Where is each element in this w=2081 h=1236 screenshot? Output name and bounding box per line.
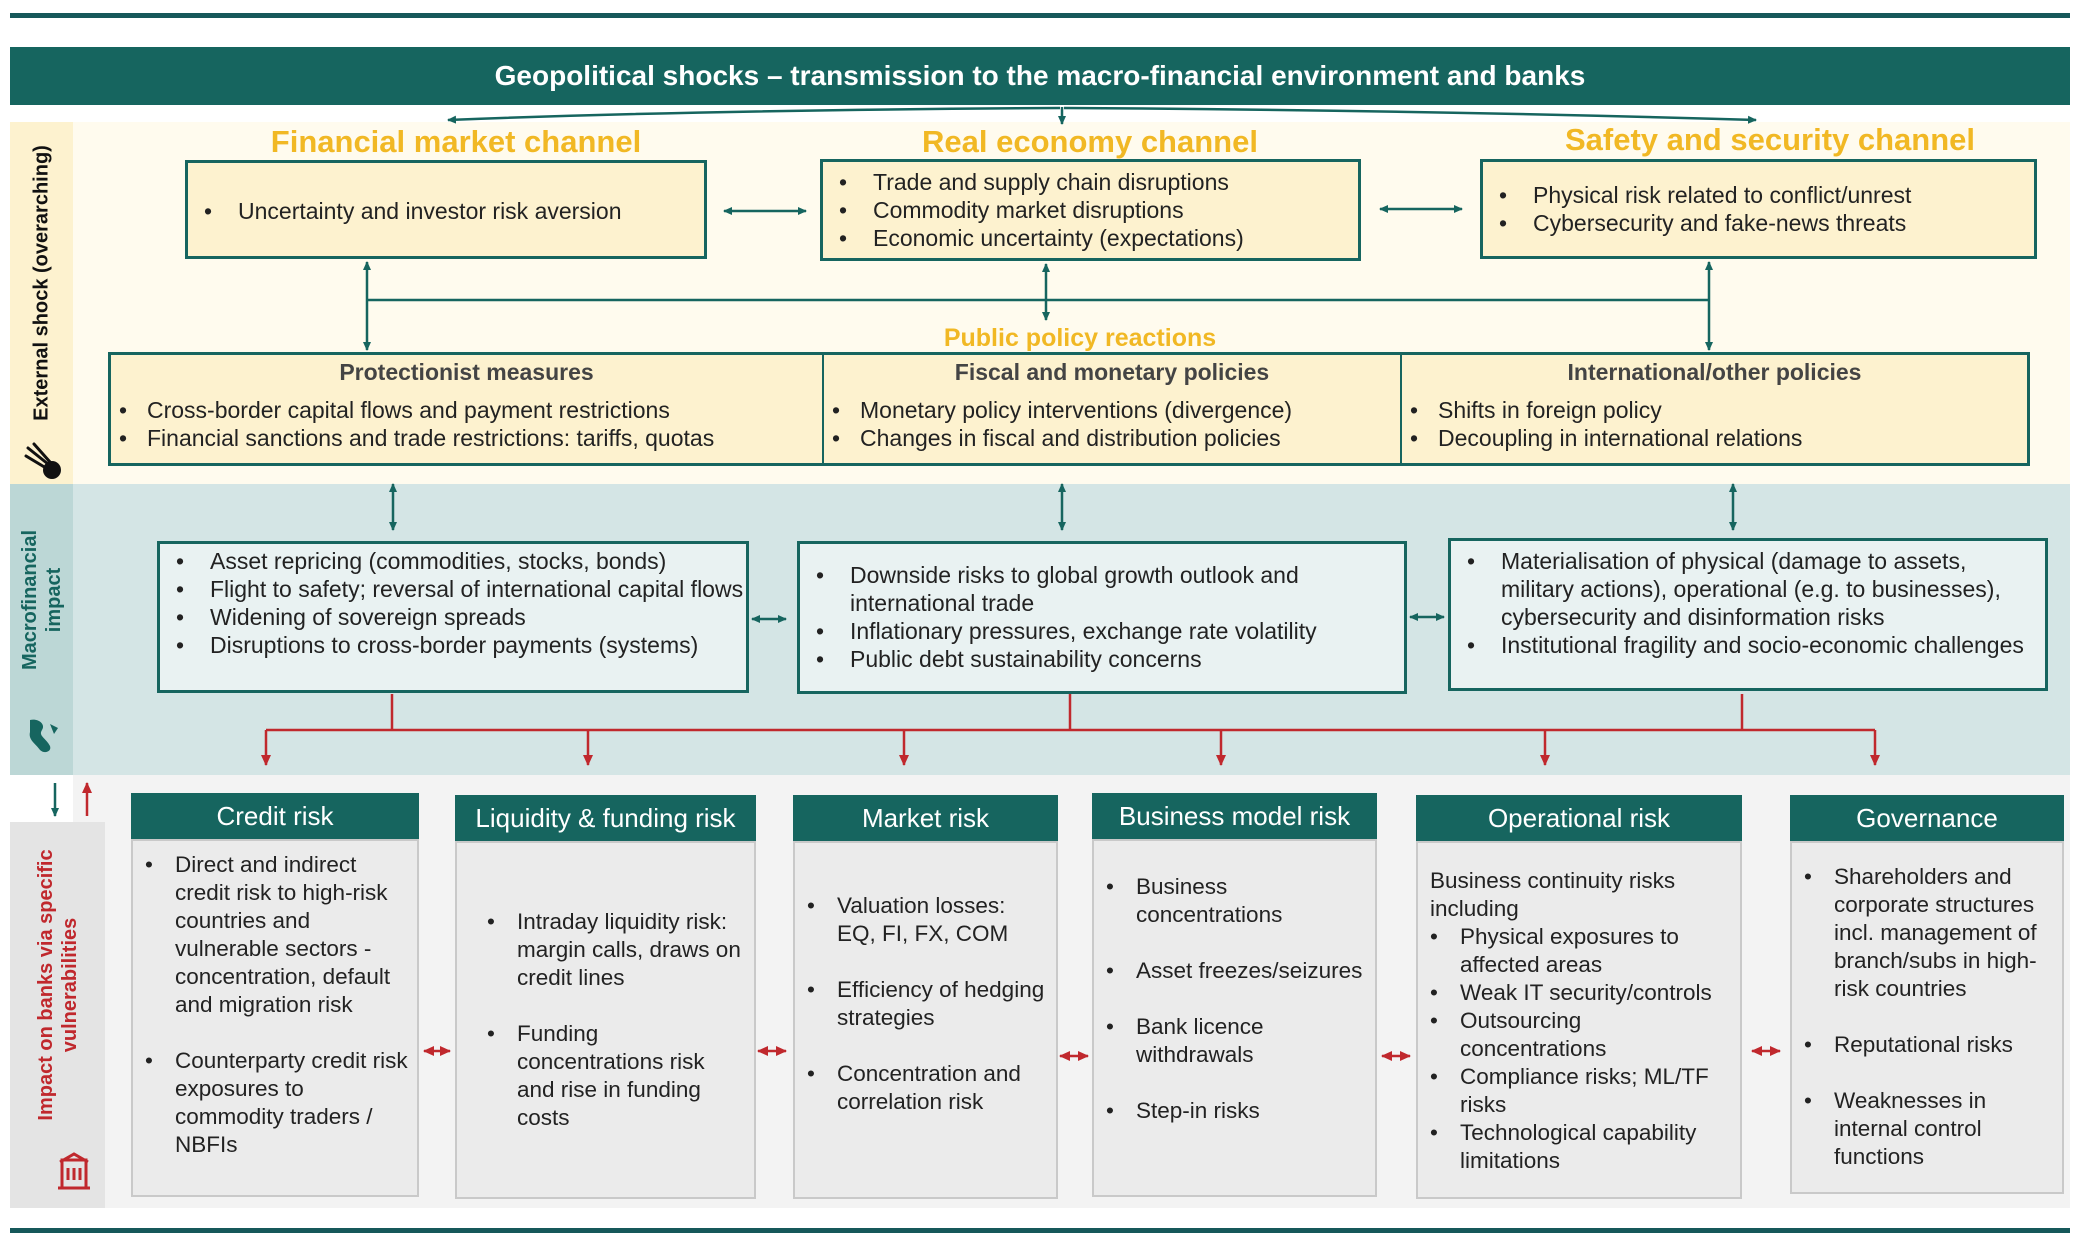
- risk-card-liquidity: Intraday liquidity risk: margin calls, d…: [455, 841, 756, 1199]
- risk-card-business-model: Business concentrations Asset freezes/se…: [1092, 839, 1377, 1197]
- channel-title-financial: Financial market channel: [270, 124, 642, 159]
- list-item: Asset repricing (commodities, stocks, bo…: [160, 547, 746, 575]
- macro-box-financial: Asset repricing (commodities, stocks, bo…: [157, 541, 749, 693]
- risk-card-operational: Business continuity risks including Phys…: [1416, 841, 1742, 1199]
- list-item: Decoupling in international relations: [1402, 424, 2027, 452]
- list-item: Flight to safety; reversal of internatio…: [160, 575, 746, 603]
- list-item: Economic uncertainty (expectations): [823, 224, 1358, 252]
- top-rule: [10, 13, 2070, 18]
- risk-card-governance: Shareholders and corporate structures in…: [1790, 841, 2064, 1194]
- list-item: Asset freezes/seizures: [1094, 957, 1367, 985]
- list-item: Materialisation of physical (damage to a…: [1451, 547, 2031, 631]
- list-item: Outsourcing concentrations: [1418, 1007, 1732, 1063]
- macro-box-safety: Materialisation of physical (damage to a…: [1448, 538, 2048, 691]
- list-item: Direct and indirect credit risk to high-…: [133, 851, 409, 1019]
- policy-heading: Fiscal and monetary policies: [954, 359, 1270, 385]
- risk-title-market: Market risk: [793, 795, 1058, 841]
- channel-box-real-economy: Trade and supply chain disruptions Commo…: [820, 159, 1361, 261]
- list-item: Downside risks to global growth outlook …: [800, 561, 1384, 617]
- policy-heading: International/other policies: [1567, 359, 1862, 385]
- list-item: Disruptions to cross-border payments (sy…: [160, 631, 746, 659]
- list-item: Physical exposures to affected areas: [1418, 923, 1732, 979]
- list-item: Cross-border capital flows and payment r…: [111, 396, 822, 424]
- bank-building-icon: [58, 1152, 90, 1190]
- list-item: Commodity market disruptions: [823, 196, 1358, 224]
- channel-box-financial: Uncertainty and investor risk aversion: [185, 160, 707, 259]
- channel-box-safety: Physical risk related to conflict/unrest…: [1480, 159, 2037, 259]
- channel-title-real-economy: Real economy channel: [922, 124, 1258, 159]
- list-item: Widening of sovereign spreads: [160, 603, 746, 631]
- list-item: Uncertainty and investor risk aversion: [188, 197, 704, 225]
- external-side-panel: External shock (overarching): [10, 122, 73, 484]
- risk-title-governance: Governance: [1790, 795, 2064, 841]
- risk-card-credit: Direct and indirect credit risk to high-…: [131, 839, 419, 1197]
- list-item: Concentration and correlation risk: [795, 1060, 1048, 1116]
- globe-icon: [29, 719, 58, 753]
- list-item: Trade and supply chain disruptions: [823, 168, 1358, 196]
- list-item: Public debt sustainability concerns: [800, 645, 1384, 673]
- list-item: Counterparty credit risk exposures to co…: [133, 1047, 409, 1159]
- list-item: Intraday liquidity risk: margin calls, d…: [475, 908, 744, 992]
- bottom-rule: [10, 1228, 2070, 1233]
- policy-column-international: International/other policies Shifts in f…: [1402, 355, 2027, 463]
- policy-column-protectionist: Protectionist measures Cross-border capi…: [111, 355, 824, 463]
- list-item: Weak IT security/controls: [1418, 979, 1732, 1007]
- list-item: Reputational risks: [1792, 1031, 2056, 1059]
- list-item: Changes in fiscal and distribution polic…: [824, 424, 1400, 452]
- operational-intro: Business continuity risks including: [1430, 868, 1676, 921]
- risk-title-credit: Credit risk: [131, 793, 419, 839]
- risk-title-business-model: Business model risk: [1092, 793, 1377, 839]
- risk-title-operational: Operational risk: [1416, 795, 1742, 841]
- list-item: Business concentrations: [1094, 873, 1367, 929]
- list-item: Shareholders and corporate structures in…: [1792, 863, 2056, 1003]
- risk-title-liquidity: Liquidity & funding risk: [455, 795, 756, 841]
- list-item: Physical risk related to conflict/unrest: [1483, 181, 2034, 209]
- list-item: Shifts in foreign policy: [1402, 396, 2027, 424]
- list-item: Weaknesses in internal control functions: [1792, 1087, 2056, 1171]
- list-item: Bank licence withdrawals: [1094, 1013, 1367, 1069]
- list-item: Financial sanctions and trade restrictio…: [111, 424, 822, 452]
- macro-box-real-economy: Downside risks to global growth outlook …: [797, 541, 1407, 694]
- list-item: Efficiency of hedging strategies: [795, 976, 1048, 1032]
- policy-title: Public policy reactions: [943, 324, 1217, 352]
- list-item: Inflationary pressures, exchange rate vo…: [800, 617, 1384, 645]
- list-item: Funding concentrations risk and rise in …: [475, 1020, 744, 1132]
- diagram-title: Geopolitical shocks – transmission to th…: [10, 47, 2070, 105]
- list-item: Compliance risks; ML/TF risks: [1418, 1063, 1732, 1119]
- macro-side-panel: Macrofinancial impact: [10, 484, 73, 775]
- list-item: Valuation losses: EQ, FI, FX, COM: [795, 892, 1048, 948]
- risk-card-market: Valuation losses: EQ, FI, FX, COM Effici…: [793, 841, 1058, 1199]
- meteor-icon: [24, 442, 61, 479]
- policy-box: Protectionist measures Cross-border capi…: [108, 352, 2030, 466]
- banks-side-panel: Impact on banks via specific vulnerabili…: [10, 822, 105, 1208]
- list-item: Step-in risks: [1094, 1097, 1367, 1125]
- policy-column-fiscal-monetary: Fiscal and monetary policies Monetary po…: [824, 355, 1402, 463]
- list-item: Cybersecurity and fake-news threats: [1483, 209, 2034, 237]
- channel-title-safety: Safety and security channel: [1564, 122, 1976, 157]
- list-item: Monetary policy interventions (divergenc…: [824, 396, 1400, 424]
- list-item: Technological capability limitations: [1418, 1119, 1732, 1175]
- list-item: Institutional fragility and socio-econom…: [1451, 631, 2031, 659]
- policy-heading: Protectionist measures: [339, 359, 594, 385]
